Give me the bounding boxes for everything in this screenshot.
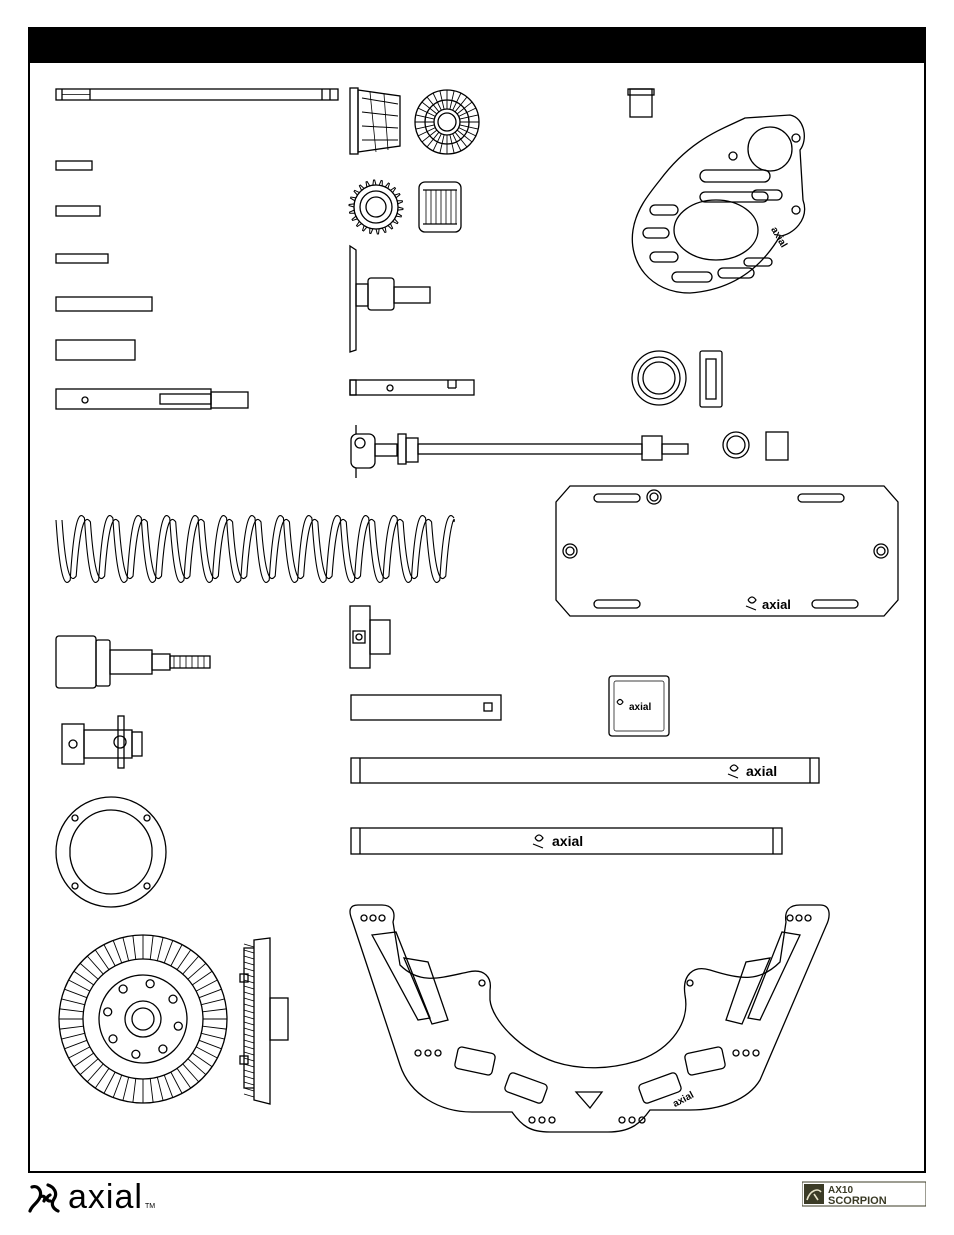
spacer-logo: axial <box>629 702 651 713</box>
long-shaft <box>56 89 338 100</box>
product-logo: AX10 SCORPION <box>802 1180 926 1208</box>
battery-plate <box>556 486 898 616</box>
universal-joint <box>62 716 142 768</box>
ring-gear-side <box>240 938 288 1104</box>
cvd-axle <box>351 425 688 478</box>
bushing <box>628 89 654 117</box>
short-bar <box>351 695 501 720</box>
brand-wordmark: axial <box>68 1178 143 1217</box>
spring <box>56 516 454 583</box>
brand-logo: axial TM <box>28 1178 155 1217</box>
gear-side <box>419 182 461 232</box>
spur-gear <box>349 180 403 234</box>
spacer <box>766 432 788 460</box>
mount-block <box>350 606 390 668</box>
trademark-mark: TM <box>145 1203 155 1210</box>
drive-cup-shaft <box>350 380 474 395</box>
plate-logo: axial <box>762 597 791 612</box>
stub-axle <box>56 636 210 688</box>
pin-5 <box>56 340 135 360</box>
motor-plate-logo: axial <box>768 225 789 250</box>
slotted-shaft <box>56 389 248 409</box>
shock-tower <box>350 905 829 1132</box>
pin-4 <box>56 297 152 311</box>
bar-logo-1: axial <box>746 763 777 779</box>
bearing-side <box>700 351 722 407</box>
bearing <box>632 351 686 405</box>
output-shaft <box>350 246 430 352</box>
motor-plate <box>632 115 804 293</box>
product-line-2: SCORPION <box>828 1195 887 1207</box>
axial-claw-icon <box>28 1183 60 1213</box>
ring-gear <box>59 935 227 1103</box>
bevel-gear-face <box>415 90 479 154</box>
bevel-pinion <box>350 88 400 154</box>
pin-3 <box>56 254 108 263</box>
bar-logo-2: axial <box>552 833 583 849</box>
pin-2 <box>56 206 100 216</box>
pin-1 <box>56 161 92 170</box>
gasket <box>56 797 166 907</box>
